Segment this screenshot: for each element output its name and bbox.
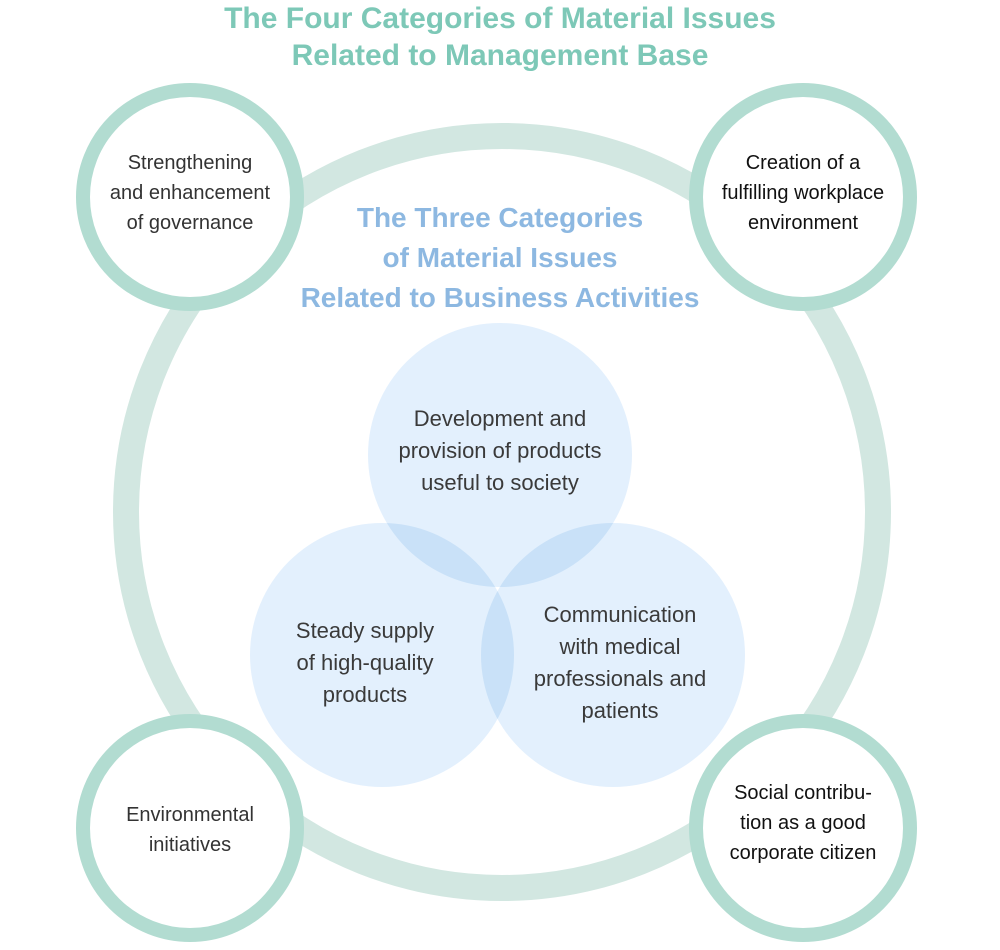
main-title-line-1: The Four Categories of Material Issues <box>224 2 776 35</box>
node-label-line: Creation of a <box>745 152 861 174</box>
bubble-label-line: Communication <box>543 602 697 627</box>
bubble-label-products-useful: Development and provision of products us… <box>365 403 635 499</box>
node-label-line: and enhancement <box>109 182 271 204</box>
bubble-right <box>481 523 745 787</box>
subtitle-line-1: The Three Categories <box>356 202 644 233</box>
bubble-label-line: with medical <box>559 634 681 659</box>
node-label-line: tion as a good <box>740 812 866 834</box>
subtitle-line-3: Related to Business Activities <box>300 282 700 313</box>
node-circle-social <box>689 714 917 942</box>
bubble-label-line: Steady supply <box>295 618 435 643</box>
node-label-line: corporate citizen <box>729 842 877 864</box>
node-label-line: of governance <box>126 212 254 234</box>
node-label-environment: Environmental initiatives <box>80 800 300 860</box>
node-label-social: Social contribu- tion as a good corporat… <box>693 778 913 868</box>
node-circle-workplace <box>689 83 917 311</box>
bubble-label-line: patients <box>581 698 659 723</box>
node-circle-governance <box>76 83 304 311</box>
node-circle-environment <box>76 714 304 942</box>
bubble-label-communication: Communication with medical professionals… <box>500 599 740 727</box>
node-label-line: fulfilling workplace <box>721 182 885 204</box>
node-label-line: Social contribu- <box>734 782 872 804</box>
bubble-label-line: useful to society <box>421 470 579 495</box>
bubble-label-line: provision of products <box>398 438 602 463</box>
node-label-line: environment <box>747 212 859 234</box>
node-label-governance: Strengthening and enhancement of governa… <box>80 148 300 238</box>
bubble-label-line: of high-quality <box>296 650 434 675</box>
bubble-label-line: Development and <box>413 406 587 431</box>
node-label-line: Strengthening <box>127 152 253 174</box>
bubble-left <box>250 523 514 787</box>
bubble-label-steady-supply: Steady supply of high-quality products <box>250 615 480 711</box>
bubble-label-line: professionals and <box>533 666 707 691</box>
node-label-workplace: Creation of a fulfilling workplace envir… <box>693 148 913 238</box>
node-label-line: Environmental <box>126 804 254 826</box>
outer-ring <box>113 123 891 901</box>
bubble-top <box>368 323 632 587</box>
subtitle-line-2: of Material Issues <box>382 242 618 273</box>
main-title-line-2: Related to Management Base <box>291 39 709 72</box>
bubble-label-line: products <box>322 682 408 707</box>
node-label-line: initiatives <box>148 834 232 856</box>
